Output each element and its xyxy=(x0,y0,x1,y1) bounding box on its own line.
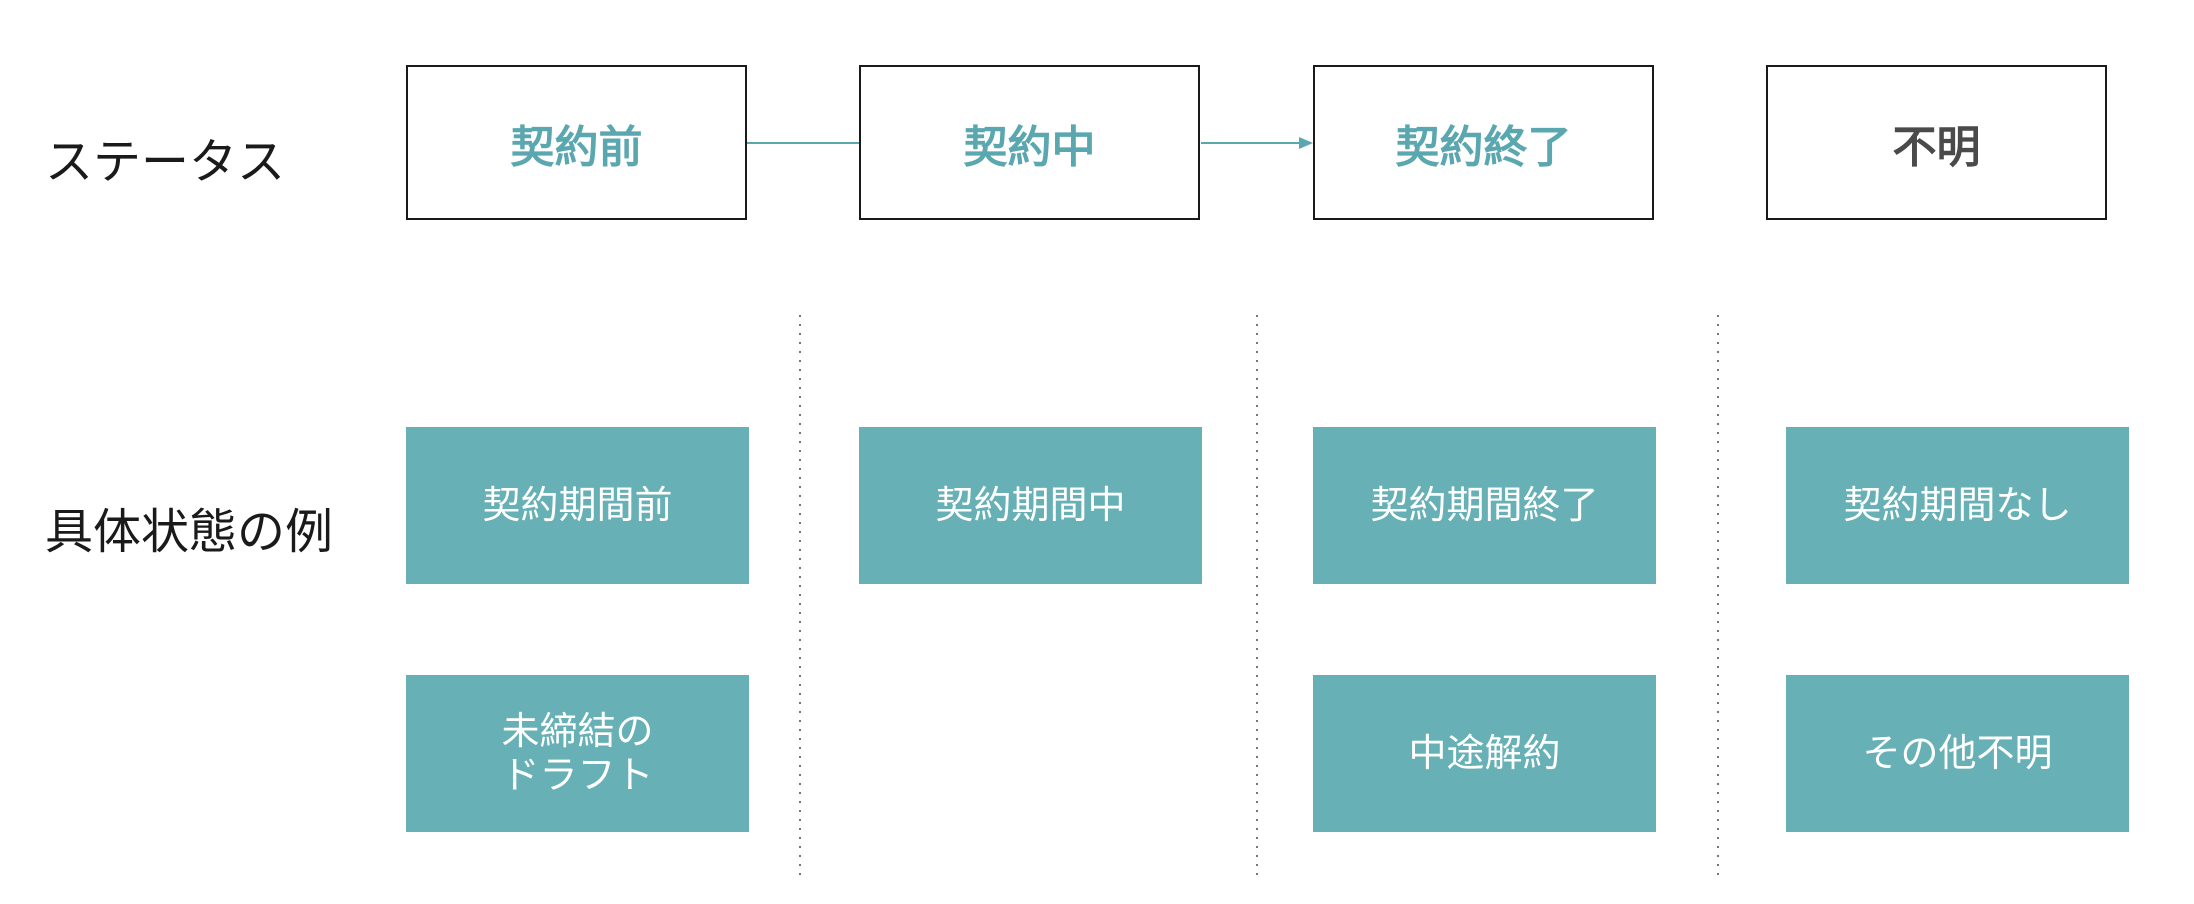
status-box-before: 契約前 xyxy=(406,65,747,220)
status-box-unknown: 不明 xyxy=(1766,65,2107,220)
example-box-pre-term: 契約期間前 xyxy=(406,427,749,584)
row-label-status: ステータス xyxy=(45,134,286,190)
status-box-active: 契約中 xyxy=(859,65,1200,220)
example-box-other-unknown: その他不明 xyxy=(1786,675,2129,832)
example-box-term-ended: 契約期間終了 xyxy=(1313,427,1656,584)
row-label-examples: 具体状態の例 xyxy=(45,504,334,560)
example-box-in-term: 契約期間中 xyxy=(859,427,1202,584)
example-box-no-term: 契約期間なし xyxy=(1786,427,2129,584)
example-box-unsigned-draft: 未締結の ドラフト xyxy=(406,675,749,832)
status-box-ended: 契約終了 xyxy=(1313,65,1654,220)
example-box-early-termination: 中途解約 xyxy=(1313,675,1656,832)
